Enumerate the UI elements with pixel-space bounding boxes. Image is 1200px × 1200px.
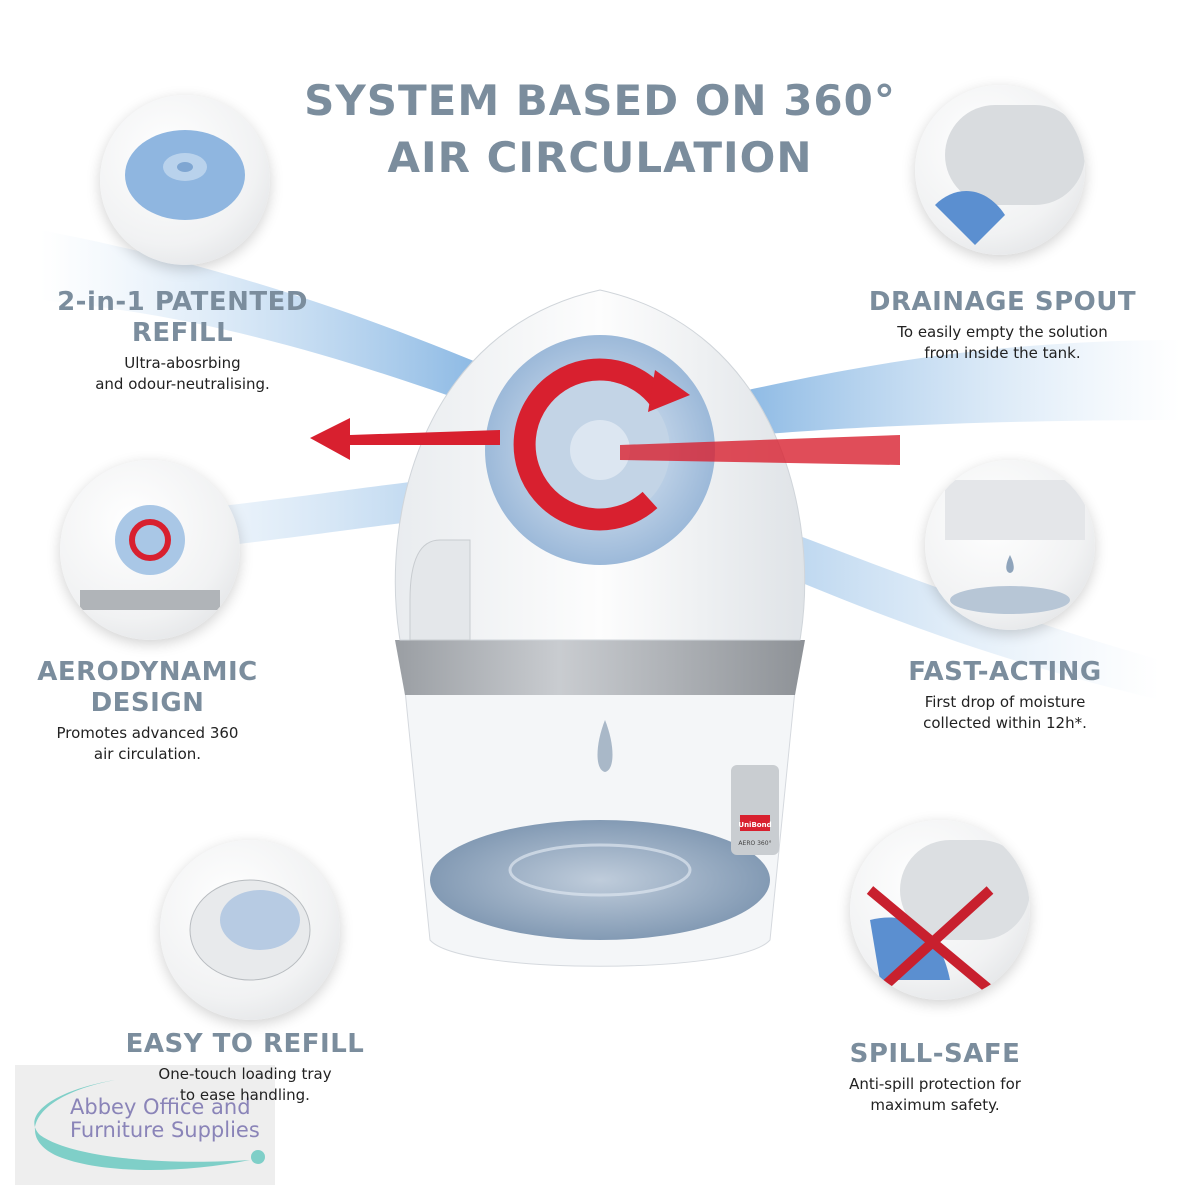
- fast-acting-image: [925, 460, 1095, 630]
- feature-description: and odour-neutralising.: [95, 375, 270, 393]
- feature-heading: AERODYNAMIC: [37, 657, 258, 687]
- feature-description: Anti-spill protection for: [849, 1075, 1021, 1093]
- spill-safe-image: [850, 820, 1030, 1000]
- feature-description: maximum safety.: [870, 1096, 1000, 1114]
- feature-description: One-touch loading tray: [158, 1065, 332, 1083]
- feature-spill-safe: SPILL-SAFE Anti-spill protection for maxi…: [790, 1039, 1080, 1116]
- aerodynamic-design-image: [60, 460, 240, 640]
- feature-fast-acting: FAST-ACTING First drop of moisture collec…: [860, 657, 1150, 734]
- feature-easy-refill: EASY TO REFILL One-touch loading tray to …: [100, 1029, 390, 1106]
- title-line-2: AIR CIRCULATION: [387, 133, 813, 182]
- feature-description: To easily empty the solution: [897, 323, 1108, 341]
- collected-water: [430, 820, 770, 940]
- feature-heading: EASY TO REFILL: [125, 1029, 365, 1059]
- title-line-1: SYSTEM BASED ON 360°: [304, 76, 896, 125]
- feature-heading: FAST-ACTING: [908, 657, 1102, 687]
- feature-description: from inside the tank.: [924, 344, 1081, 362]
- refill-tablet-image: [100, 95, 270, 265]
- watermark-text: Furniture Supplies: [70, 1118, 260, 1142]
- page-title: SYSTEM BASED ON 360° AIR CIRCULATION: [0, 72, 1200, 186]
- easy-refill-image: [160, 840, 340, 1020]
- feature-description: air circulation.: [93, 745, 202, 763]
- feature-heading: REFILL: [131, 318, 234, 348]
- refill-tablet: [485, 335, 715, 565]
- airflow-arrow-out: [310, 418, 500, 460]
- feature-description: to ease handling.: [180, 1086, 310, 1104]
- airflow-arrow-in: [620, 435, 900, 465]
- feature-heading: DESIGN: [90, 688, 205, 718]
- feature-heading: 2-in-1 PATENTED: [57, 287, 308, 317]
- feature-description: collected within 12h*.: [923, 714, 1087, 732]
- dehumidifier-product: UniBond AERO 360°: [310, 289, 900, 967]
- watermark-text: Abbey Office and: [70, 1095, 251, 1119]
- feature-description: Promotes advanced 360: [56, 724, 239, 742]
- water-drop: [597, 720, 613, 772]
- drainage-spout-image: [915, 85, 1085, 255]
- feature-heading: SPILL-SAFE: [849, 1039, 1021, 1069]
- model-label: AERO 360°: [738, 840, 771, 847]
- feature-description: Ultra-abosrbing: [124, 354, 241, 372]
- feature-drainage-spout: DRAINAGE SPOUT To easily empty the solut…: [850, 287, 1155, 364]
- watermark-logo: Abbey Office and Furniture Supplies: [15, 1065, 275, 1185]
- air-streams: [40, 230, 1180, 700]
- brand-label: UniBond: [738, 821, 771, 829]
- feature-description: First drop of moisture: [924, 693, 1086, 711]
- feature-heading: DRAINAGE SPOUT: [868, 287, 1137, 317]
